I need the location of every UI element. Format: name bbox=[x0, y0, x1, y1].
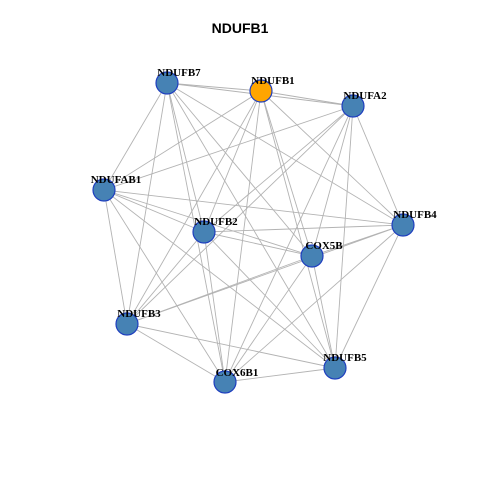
edge-ndufb7-ndufb2 bbox=[166, 82, 205, 233]
edge-ndufb4-cox6b1 bbox=[224, 224, 404, 383]
node-label-cox5b: COX5B bbox=[305, 240, 343, 252]
node-ndufb5 bbox=[323, 356, 347, 380]
edge-ndufb2-ndufb3 bbox=[126, 231, 205, 325]
edge-ndufb7-ndufab1 bbox=[103, 82, 168, 191]
edge-ndufab1-ndufb4 bbox=[103, 189, 404, 226]
edge-ndufab1-cox6b1 bbox=[103, 189, 226, 383]
node-ndufab1 bbox=[92, 178, 116, 202]
edge-ndufb7-ndufb4 bbox=[166, 82, 404, 226]
node-cox5b bbox=[300, 244, 324, 268]
edge-ndufab1-ndufb5 bbox=[103, 189, 336, 369]
node-label-ndufab1: NDUFAB1 bbox=[91, 174, 142, 186]
edge-ndufa2-ndufb4 bbox=[352, 105, 404, 226]
node-ndufb3 bbox=[115, 312, 139, 336]
edge-ndufb1-ndufb2 bbox=[203, 90, 262, 233]
edge-ndufb3-cox6b1 bbox=[126, 323, 226, 383]
node-label-ndufb5: NDUFB5 bbox=[323, 352, 367, 364]
edge-cox5b-ndufb5 bbox=[311, 255, 336, 369]
node-ndufb4 bbox=[391, 213, 415, 237]
edge-ndufb1-ndufb3 bbox=[126, 90, 262, 325]
edge-ndufb1-ndufab1 bbox=[103, 90, 262, 191]
edge-ndufb1-ndufb5 bbox=[260, 90, 336, 369]
node-label-ndufb2: NDUFB2 bbox=[194, 216, 238, 228]
node-ndufa2 bbox=[341, 94, 365, 118]
edge-ndufa2-ndufb2 bbox=[203, 105, 354, 233]
edge-ndufa2-cox5b bbox=[311, 105, 354, 257]
edge-layer bbox=[103, 82, 404, 383]
node-cox6b1 bbox=[213, 370, 237, 394]
edge-ndufb2-ndufb5 bbox=[203, 231, 336, 369]
node-label-ndufb7: NDUFB7 bbox=[157, 67, 201, 79]
edge-ndufa2-ndufb3 bbox=[126, 105, 354, 325]
edge-ndufab1-ndufb3 bbox=[103, 189, 128, 325]
edge-ndufb7-cox5b bbox=[166, 82, 313, 257]
edge-ndufa2-ndufb5 bbox=[334, 105, 354, 369]
edge-cox5b-ndufb3 bbox=[126, 255, 313, 325]
edge-ndufb7-ndufb5 bbox=[166, 82, 336, 369]
edge-ndufb3-ndufb5 bbox=[126, 323, 336, 369]
edge-ndufa2-ndufab1 bbox=[103, 105, 354, 191]
figure-title: NDUFB1 bbox=[211, 20, 269, 36]
edge-ndufb2-cox6b1 bbox=[203, 231, 226, 383]
edge-ndufb1-ndufa2 bbox=[260, 90, 354, 107]
node-ndufb1 bbox=[249, 79, 273, 103]
node-label-ndufb3: NDUFB3 bbox=[117, 308, 161, 320]
edge-ndufb4-ndufb5 bbox=[334, 224, 404, 369]
node-label-ndufb4: NDUFB4 bbox=[393, 209, 437, 221]
node-label-ndufb1: NDUFB1 bbox=[251, 75, 294, 87]
node-label-ndufa2: NDUFA2 bbox=[343, 90, 387, 102]
edge-ndufb1-cox5b bbox=[260, 90, 313, 257]
edge-ndufb5-cox6b1 bbox=[224, 367, 336, 383]
node-ndufb2 bbox=[192, 220, 216, 244]
edge-ndufb2-cox5b bbox=[203, 231, 313, 257]
edge-cox5b-cox6b1 bbox=[224, 255, 313, 383]
label-layer: NDUFB7NDUFB1NDUFA2NDUFAB1NDUFB4NDUFB2COX… bbox=[91, 67, 437, 379]
node-label-cox6b1: COX6B1 bbox=[216, 367, 259, 379]
edge-ndufb1-ndufb4 bbox=[260, 90, 404, 226]
edge-ndufab1-ndufb2 bbox=[103, 189, 205, 233]
edge-ndufb7-ndufb1 bbox=[166, 82, 262, 92]
node-layer bbox=[92, 71, 415, 394]
edge-ndufa2-cox6b1 bbox=[224, 105, 354, 383]
edge-ndufb4-ndufb2 bbox=[203, 224, 404, 233]
node-ndufb7 bbox=[155, 71, 179, 95]
